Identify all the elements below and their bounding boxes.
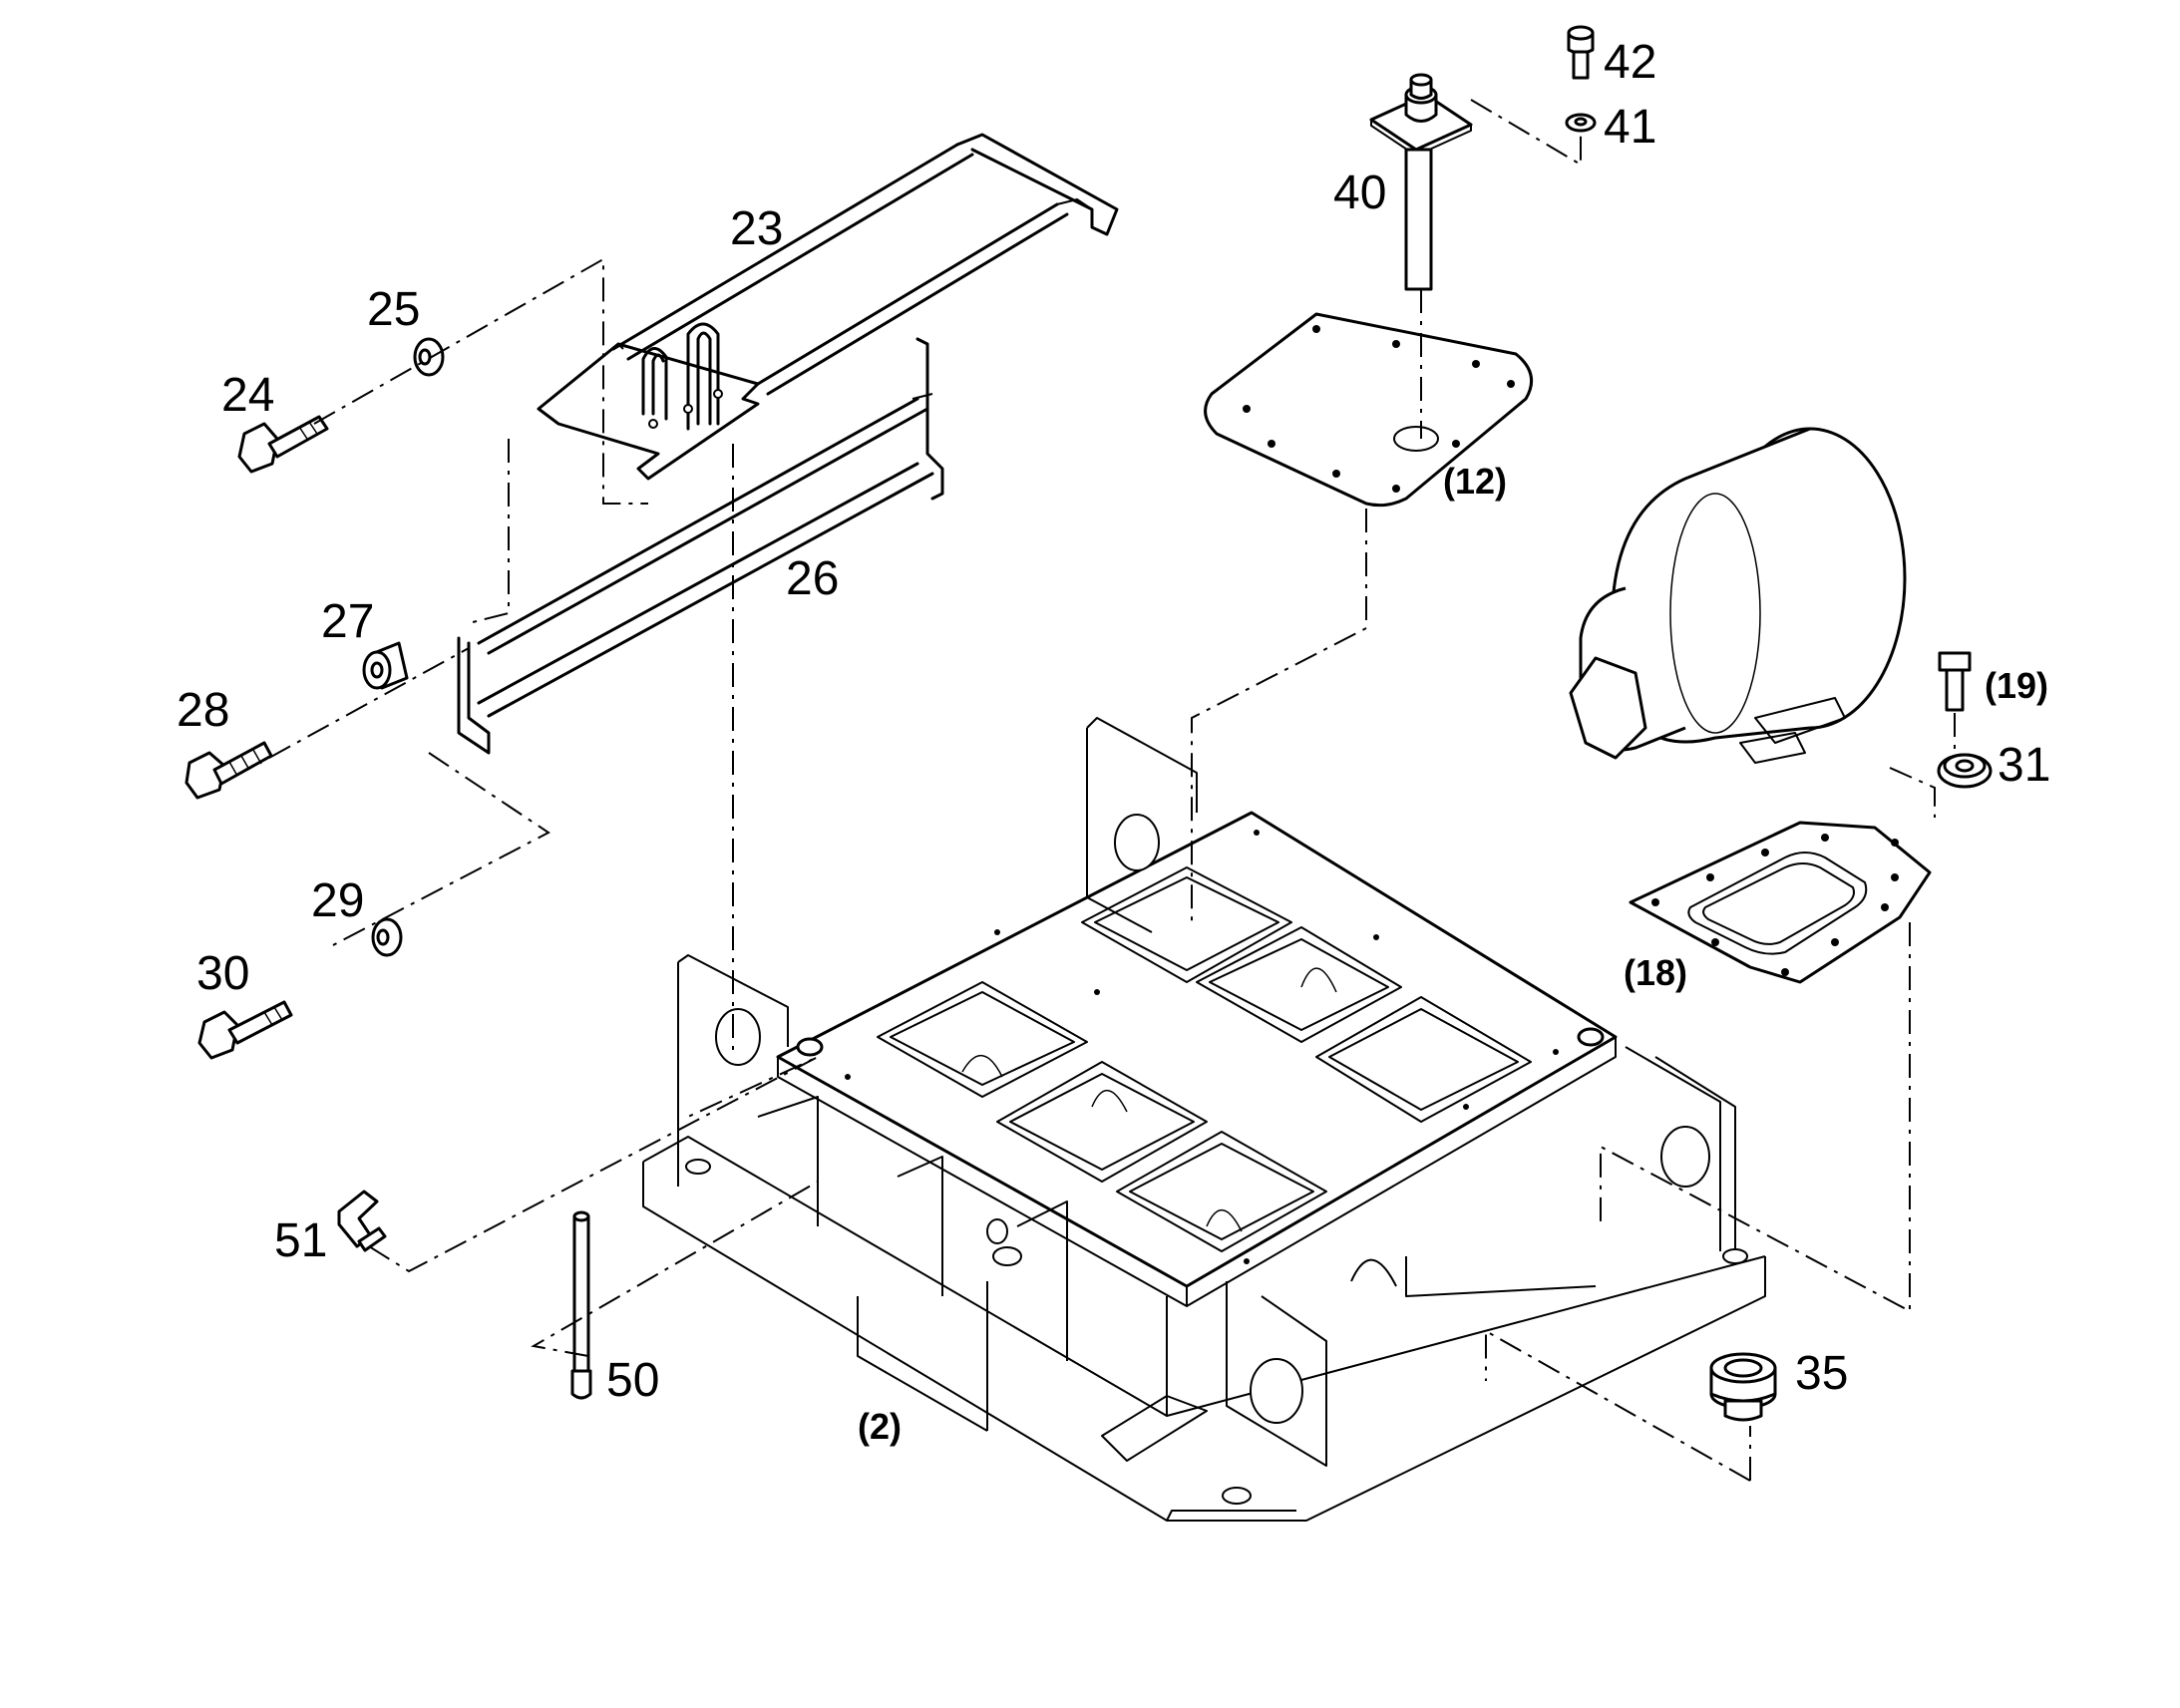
- side-frame-26: [457, 337, 944, 755]
- bolt-24: [237, 415, 329, 474]
- main-frame-assembly: [642, 717, 1766, 1522]
- callout-31: 31: [1998, 739, 2050, 792]
- washer-25: [413, 337, 445, 377]
- hold-down-frame-23: [537, 133, 1119, 481]
- callout-26: 26: [786, 552, 839, 605]
- reference-18: (18): [1624, 952, 1687, 993]
- plug-35: [1709, 1352, 1777, 1422]
- callout-42: 42: [1604, 36, 1656, 89]
- reference-2: (2): [858, 1406, 902, 1447]
- callout-24: 24: [221, 369, 274, 422]
- callout-50: 50: [606, 1354, 659, 1407]
- washer-29: [371, 917, 403, 957]
- callout-35: 35: [1795, 1347, 1848, 1400]
- callout-28: 28: [177, 684, 229, 737]
- callout-41: 41: [1604, 101, 1656, 154]
- elbow-fitting-51: [337, 1190, 387, 1252]
- assembly-reference-labels: (2) (12) (18) (19): [858, 461, 2048, 1447]
- cover-plate-12: [1204, 312, 1534, 508]
- callout-25: 25: [367, 283, 420, 336]
- callout-40: 40: [1333, 167, 1386, 219]
- gasket-18: [1629, 821, 1932, 984]
- part-number-callouts: 23 24 25 26 27 28 29 30 31 35 40 41 42 5…: [177, 36, 2050, 1407]
- screw-42: [1567, 25, 1595, 80]
- bushing-27: [362, 641, 409, 690]
- reference-19: (19): [1985, 665, 2048, 706]
- reference-12: (12): [1443, 461, 1507, 502]
- callout-30: 30: [196, 947, 249, 1000]
- callout-51: 51: [274, 1214, 327, 1267]
- bolt-30: [197, 1000, 293, 1060]
- nut-31: [1937, 753, 1993, 789]
- callout-29: 29: [311, 874, 364, 927]
- motor-assembly: [1569, 427, 1907, 764]
- washer-41: [1565, 113, 1597, 133]
- sensor-40: [1369, 73, 1473, 291]
- assembly-leader-lines: [268, 99, 1956, 1482]
- bolt-19: [1938, 651, 1972, 712]
- callout-23: 23: [730, 202, 783, 255]
- callout-27: 27: [321, 595, 374, 648]
- bolt-28: [184, 741, 273, 800]
- pin-50: [570, 1210, 592, 1400]
